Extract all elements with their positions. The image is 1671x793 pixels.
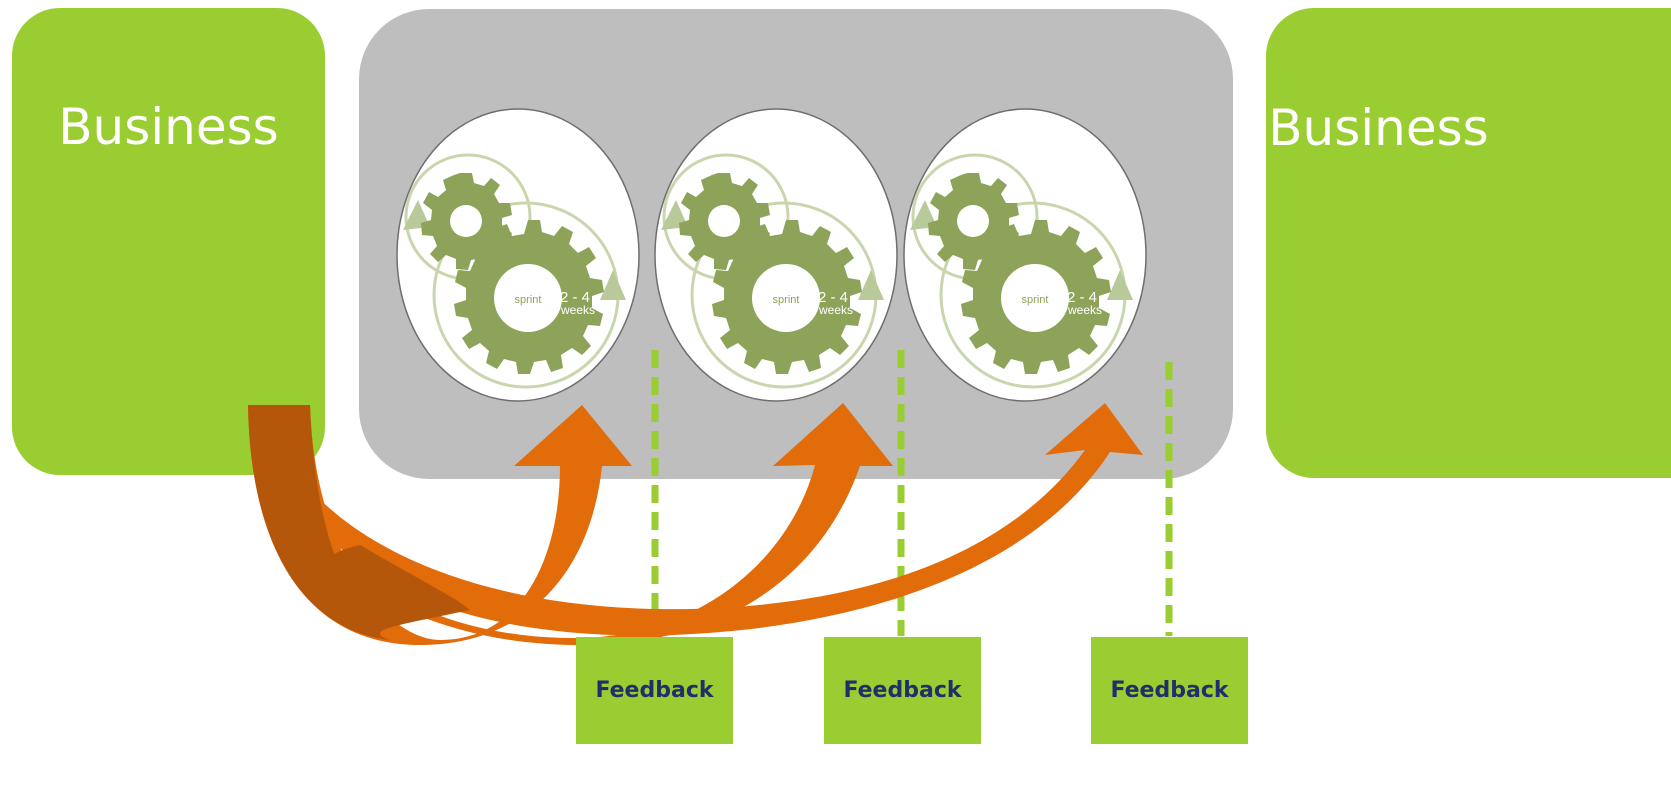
sprint-unit: weeks (1067, 303, 1102, 317)
arrow-to-sprint-2 (258, 403, 893, 646)
feedback-box-1: Feedback (576, 637, 733, 744)
business-label-right: Business (1268, 99, 1489, 157)
arrow-shadow (248, 405, 470, 640)
sprint-duration: 2 - 4 (818, 289, 848, 306)
cycle-arrow-icon (858, 270, 884, 300)
feedback-label-3: Feedback (1110, 678, 1229, 703)
feedback-box-2: Feedback (824, 637, 981, 744)
sprint-unit: weeks (560, 303, 595, 317)
cycle-arrow-icon (600, 270, 626, 300)
business-box-left: Business (12, 8, 325, 475)
business-label-left: Business (58, 97, 279, 156)
feedback-box-3: Feedback (1091, 637, 1248, 744)
sprint-label: sprint (773, 294, 800, 306)
feedback-label-2: Feedback (843, 678, 962, 703)
arrows (248, 403, 1143, 646)
feedback-connectors (651, 350, 1173, 636)
sprint-duration: 2 - 4 (560, 289, 590, 306)
sprint-label: sprint (1022, 294, 1049, 306)
arrow-to-sprint-3 (262, 403, 1143, 636)
sprint-label: sprint (515, 294, 542, 306)
cycle-arrow-icon (1107, 270, 1133, 300)
sprint-duration: 2 - 4 (1067, 289, 1097, 306)
sprint-unit: weeks (818, 303, 853, 317)
business-box-right: Business (1266, 8, 1671, 478)
feedback-label-1: Feedback (595, 678, 714, 703)
